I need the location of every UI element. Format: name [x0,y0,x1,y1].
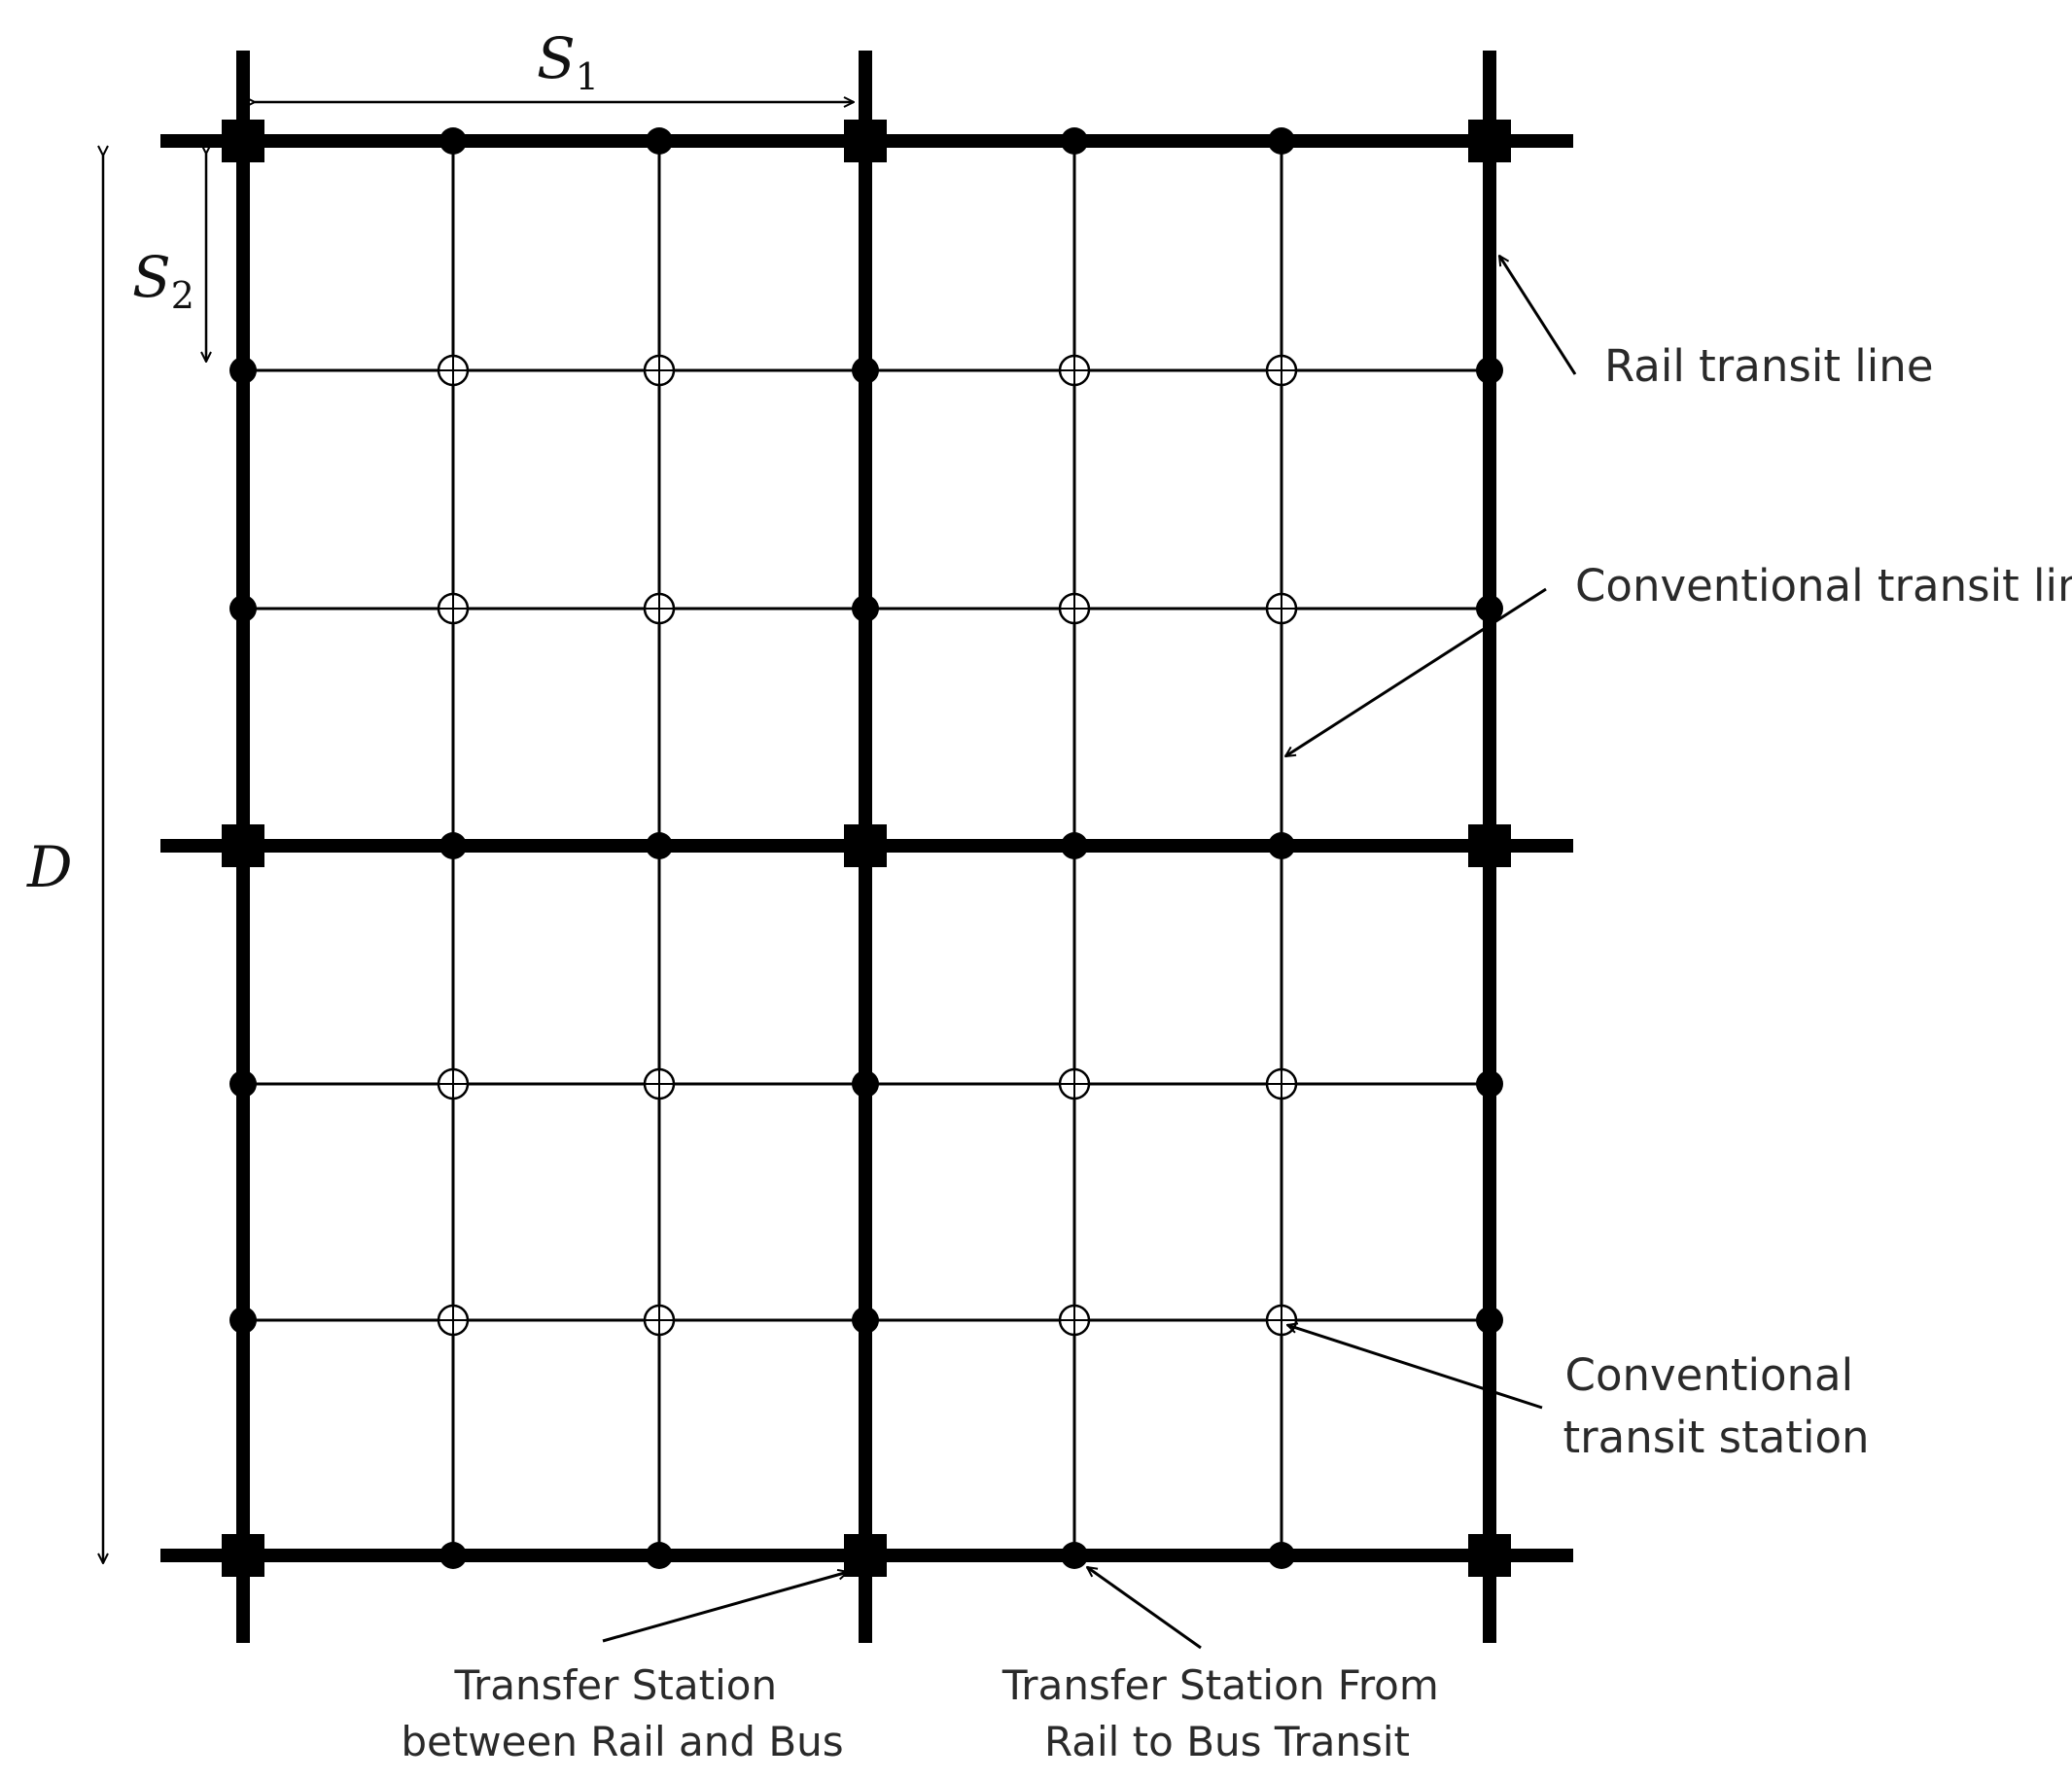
transfer-station-dot [229,357,257,384]
s2-label: S2 [132,244,194,317]
transfer-station-dot [229,1307,257,1334]
transfer-station-square [844,1534,887,1577]
d-label: D [26,834,73,900]
transfer-station-dot [1476,595,1503,622]
transfer-station-dot [1476,1070,1503,1098]
transfer-station-dot [229,1070,257,1098]
transfer-station-dot [1476,357,1503,384]
transfer-station-dot [439,1542,467,1569]
transfer-station-square [1468,120,1511,162]
transfer-station-dot [1061,832,1088,859]
transfer-station-dot [439,832,467,859]
transfer-station-square [844,824,887,867]
s1-label: S1 [537,25,599,98]
transfer-station-square [1468,824,1511,867]
conventional-station-pointer [1287,1325,1543,1410]
transfer-rail-to-bus-pointer [1087,1567,1202,1650]
transfer-station-dot [646,127,673,155]
transfer-station-dot [1268,127,1295,155]
transfer-station-dot [852,595,879,622]
transfer-station-square [222,824,264,867]
transfer-station-dot [852,1070,879,1098]
conventional-transit-line-label: Conventional transit line [1575,560,2072,611]
transfer-station-dot [439,127,467,155]
rail-transit-line-label: Rail transit line [1604,340,1934,392]
transfer-station-rail-to-bus-label: Transfer Station From Rail to Bus Transi… [1001,1661,1452,1765]
stations [222,120,1511,1577]
rail-line-pointer [1497,256,1577,375]
conventional-transit-station-label: Conventional transit station [1563,1349,1870,1463]
conventional-line-pointer [1285,587,1547,758]
transfer-station-square [844,120,887,162]
transfer-station-rail-bus-label: Transfer Station between Rail and Bus [401,1661,843,1765]
transfer-station-dot [1268,832,1295,859]
transfer-station-square [1468,1534,1511,1577]
transfer-station-dot [1268,1542,1295,1569]
transfer-station-dot [646,832,673,859]
callout-arrows [602,256,1577,1650]
dimension-arrows [103,102,854,1563]
transfer-station-dot [1061,127,1088,155]
transfer-station-square [222,1534,264,1577]
transfer-station-dot [852,357,879,384]
transfer-station-square [222,120,264,162]
transfer-station-dot [852,1307,879,1334]
transfer-station-dot [646,1542,673,1569]
transfer-rail-bus-pointer [602,1572,848,1643]
transfer-station-dot [1476,1307,1503,1334]
transfer-station-dot [1061,1542,1088,1569]
transfer-station-dot [229,595,257,622]
